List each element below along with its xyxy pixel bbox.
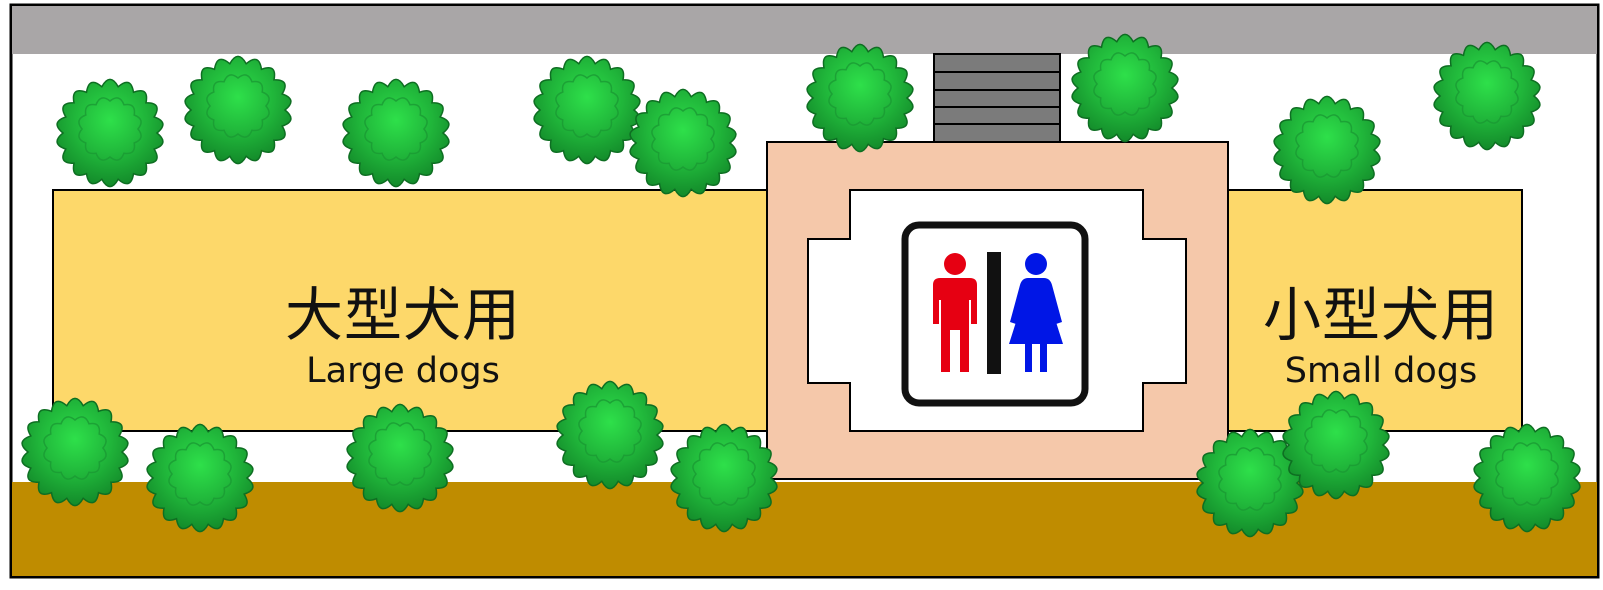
large-dogs-label: 大型犬用 Large dogs — [278, 286, 528, 389]
stairs-icon — [933, 53, 1061, 143]
small-dogs-label: 小型犬用 Small dogs — [1256, 286, 1506, 389]
tree-icon — [1433, 41, 1541, 151]
road-top — [12, 6, 1597, 54]
female-restroom-icon — [1009, 253, 1063, 372]
male-restroom-icon — [933, 253, 977, 372]
tree-icon — [556, 380, 664, 490]
tree-icon — [533, 55, 641, 165]
large-dogs-label-jp: 大型犬用 — [284, 281, 521, 349]
tree-icon — [346, 403, 454, 513]
small-dogs-label-jp: 小型犬用 — [1262, 281, 1499, 349]
tree-icon — [629, 88, 737, 198]
tree-icon — [1196, 428, 1304, 538]
tree-icon — [806, 43, 914, 153]
tree-icon — [21, 397, 129, 507]
small-dogs-label-en: Small dogs — [1284, 351, 1478, 391]
tree-icon — [56, 78, 164, 188]
trees — [21, 33, 1581, 538]
tree-icon — [1282, 390, 1390, 500]
tree-icon — [146, 423, 254, 533]
tree-icon — [184, 55, 292, 165]
tree-icon — [342, 78, 450, 188]
restroom-male-female-icon — [901, 221, 1089, 407]
small-dog-run-area — [1211, 189, 1523, 432]
tree-icon — [1071, 33, 1179, 143]
large-dogs-label-en: Large dogs — [306, 351, 500, 391]
tree-icon — [1273, 95, 1381, 205]
tree-icon — [1473, 423, 1581, 533]
tree-icon — [670, 423, 778, 533]
ground-bottom — [12, 482, 1597, 576]
